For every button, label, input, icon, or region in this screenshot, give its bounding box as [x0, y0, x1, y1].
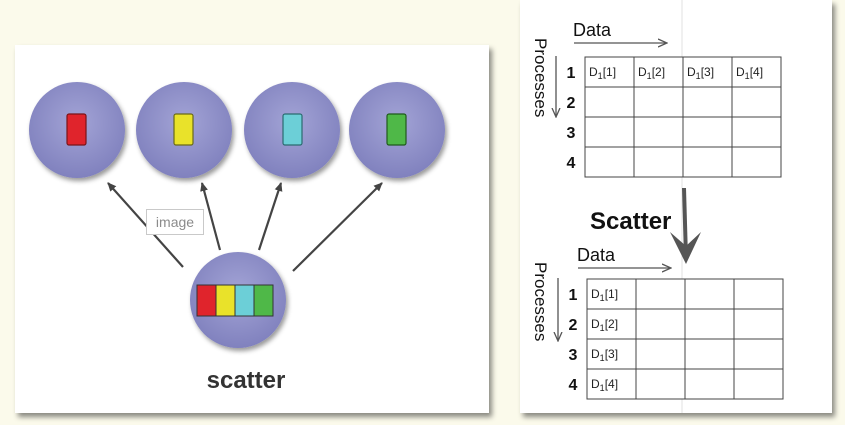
image-placeholder-label: image: [146, 209, 204, 235]
bottom-table-cell-label: D1[2]: [591, 317, 618, 333]
top-table-cell: [584, 86, 635, 118]
bottom-table-row-number: 1: [569, 287, 578, 304]
bottom-table-cell: [733, 278, 784, 310]
top-table-cell-label: D1[4]: [736, 65, 763, 81]
bottom-data-label: Data: [577, 245, 616, 265]
scatter-heading: Scatter: [590, 208, 671, 235]
top-table-cell: [731, 56, 782, 88]
bottom-table-cell: [635, 368, 686, 400]
top-table-cell: [731, 146, 782, 178]
bottom-table-cell: [586, 368, 637, 400]
top-table-cell-label: D1[2]: [638, 65, 665, 81]
arrow-to-node-2: [200, 182, 222, 251]
data-block-green: [386, 113, 407, 146]
top-data-label: Data: [573, 20, 612, 40]
process-node-4: [349, 82, 445, 178]
scatter-illustration: scatter: [29, 82, 445, 394]
top-table-row-number: 3: [567, 125, 576, 142]
root-block-yellow: [215, 284, 236, 317]
top-table-cell: [584, 146, 635, 178]
root-block-red: [196, 284, 217, 317]
bottom-table: 1 2 3 4 D1[1] D1[2] D1[3] D1[4]: [569, 278, 784, 400]
top-table-row-number: 4: [567, 155, 576, 172]
scatter-caption: scatter: [207, 367, 286, 394]
bottom-table-cell: [635, 278, 686, 310]
bottom-table-row-number: 2: [569, 317, 578, 334]
top-table-cell: [682, 146, 733, 178]
top-table-cell: [633, 116, 684, 148]
process-node-2: [136, 82, 232, 178]
arrow-to-node-1: [107, 182, 184, 268]
top-table-cell: [633, 86, 684, 118]
bottom-table-cell: [684, 338, 735, 370]
process-node-3: [244, 82, 340, 178]
top-table-cell: [633, 146, 684, 178]
scatter-illustration-panel: scatter: [15, 45, 489, 413]
arrow-to-node-4: [292, 182, 383, 272]
bottom-table-row-number: 3: [569, 347, 578, 364]
bottom-table-cell: [733, 368, 784, 400]
top-table-cell-label: D1[1]: [589, 65, 616, 81]
bottom-table-cell: [684, 308, 735, 340]
data-block-yellow: [173, 113, 194, 146]
top-table-cell-label: D1[3]: [687, 65, 714, 81]
root-process-node: [190, 252, 286, 348]
bottom-table-cell-label: D1[4]: [591, 377, 618, 393]
top-table-cell: [584, 116, 635, 148]
bottom-table-cell-label: D1[3]: [591, 347, 618, 363]
bottom-processes-label: Processes: [531, 262, 550, 341]
top-table-cell: [731, 116, 782, 148]
process-node-1: [29, 82, 125, 178]
bottom-table-cell: [684, 278, 735, 310]
scatter-arrow-head: [670, 232, 701, 264]
top-table-cell: [731, 86, 782, 118]
bottom-table-cell-label: D1[1]: [591, 287, 618, 303]
bottom-table-cell: [586, 308, 637, 340]
bottom-table-cell: [733, 338, 784, 370]
top-processes-label: Processes: [531, 38, 550, 117]
top-table: 1 2 3 4 D1[1] D1[2] D1[3] D1[4]: [567, 56, 782, 178]
top-table-row-number: 1: [567, 65, 576, 82]
data-block-cyan: [282, 113, 303, 146]
bottom-table-cell: [733, 308, 784, 340]
data-block-red: [66, 113, 87, 146]
bottom-table-cell: [684, 368, 735, 400]
scatter-table-diagram: Data Processes 1234D1[1]D1[2]D1[3]D1[4] …: [531, 0, 784, 413]
bottom-table-cell: [635, 308, 686, 340]
bottom-table-row-number: 4: [569, 377, 578, 394]
root-block-green: [253, 284, 274, 317]
top-table-row-number: 2: [567, 95, 576, 112]
top-table-cell: [682, 116, 733, 148]
root-block-cyan: [234, 284, 255, 317]
top-table-cell: [682, 86, 733, 118]
bottom-table-cell: [635, 338, 686, 370]
arrow-to-node-3: [257, 182, 283, 251]
